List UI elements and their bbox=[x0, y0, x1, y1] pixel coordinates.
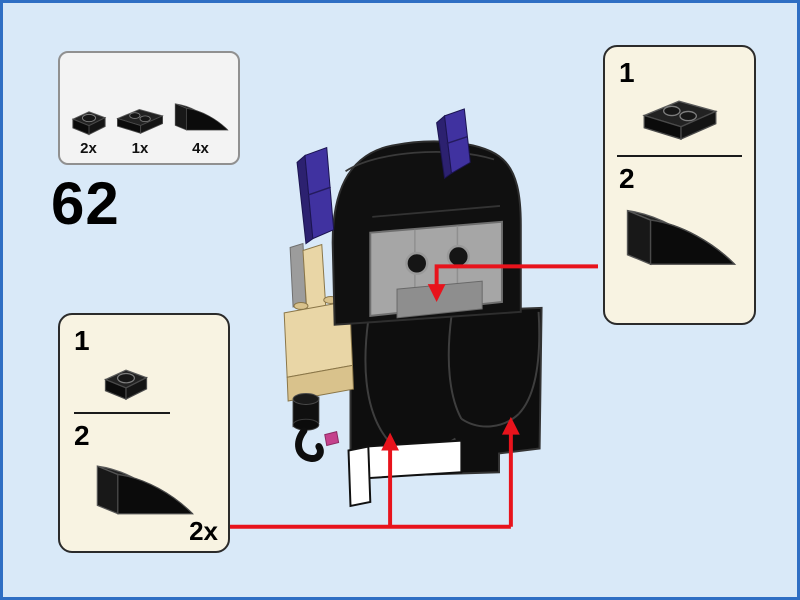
part-item: 2x bbox=[67, 103, 111, 157]
ear-right bbox=[444, 108, 471, 175]
model-arm bbox=[283, 242, 354, 462]
slope-curved-icon bbox=[96, 465, 194, 515]
part-item: 1x bbox=[111, 103, 169, 157]
subassembly-box-left: 1 2 2x bbox=[58, 313, 230, 553]
step-number: 62 bbox=[51, 170, 120, 237]
mouth-panel bbox=[396, 280, 483, 319]
substep-divider bbox=[617, 155, 742, 158]
callout-connectors bbox=[228, 264, 598, 529]
magenta-piece bbox=[324, 431, 340, 447]
hook-piece bbox=[295, 427, 324, 462]
substep-2-label: 2 bbox=[619, 163, 635, 195]
model-ears bbox=[296, 108, 471, 245]
model-head bbox=[331, 140, 522, 326]
slope-curved-icon bbox=[626, 209, 736, 266]
tan-strip bbox=[302, 243, 327, 314]
part-item: 4x bbox=[170, 97, 232, 157]
model-body bbox=[347, 306, 543, 508]
model-scene bbox=[228, 108, 598, 529]
substep-1-label: 1 bbox=[619, 57, 635, 88]
part-count: 2x bbox=[80, 140, 97, 157]
ear-left bbox=[304, 146, 335, 240]
part-count: 4x bbox=[192, 140, 209, 157]
substep-divider bbox=[74, 411, 170, 414]
eye-left bbox=[405, 251, 429, 276]
plate-1x1-icon bbox=[71, 111, 106, 136]
part-count: 1x bbox=[131, 140, 149, 157]
slope-curved-icon bbox=[174, 102, 229, 131]
brickheadz-model bbox=[283, 108, 543, 508]
plate-1x1-icon bbox=[103, 369, 149, 401]
arrow-down-icon bbox=[427, 284, 446, 302]
parts-box: 2x 1x 4x bbox=[58, 51, 240, 165]
white-strip bbox=[365, 439, 463, 480]
arrow-up-right-icon bbox=[501, 416, 520, 435]
plate-1x2-icon bbox=[116, 108, 164, 134]
substep-2-label: 2 bbox=[74, 419, 90, 451]
subassembly-count: 2x bbox=[189, 516, 218, 546]
white-sliver bbox=[347, 445, 372, 508]
eye-right bbox=[446, 244, 471, 269]
arrow-up-left-icon bbox=[381, 432, 400, 451]
substep-1-label: 1 bbox=[74, 325, 90, 356]
subassembly-box-right: 1 2 bbox=[603, 45, 756, 325]
connector-face bbox=[434, 264, 598, 286]
plate-1x2-icon bbox=[641, 100, 718, 141]
